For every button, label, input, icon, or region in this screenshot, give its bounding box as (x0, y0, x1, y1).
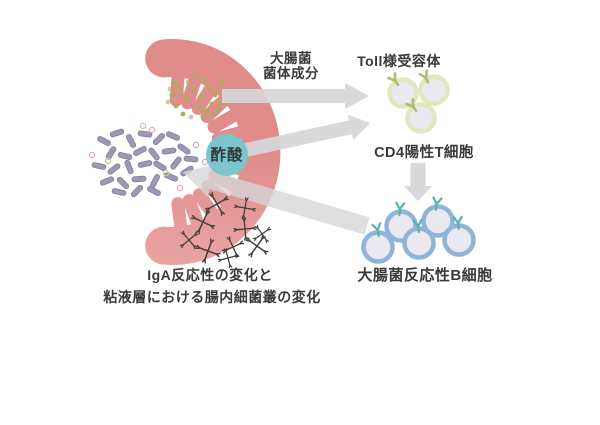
toll-cell (387, 77, 419, 109)
villi (169, 60, 259, 243)
label-toll-receptor: Toll様受容体 (357, 53, 441, 69)
bacteria-accent-dots (88, 122, 209, 192)
acetate-label: 酢酸 (210, 145, 243, 164)
bcell-to-mucosa-arrow (183, 164, 370, 235)
b-cell (421, 204, 455, 238)
toll-cell (405, 102, 437, 134)
label-ecoli-components-line1: 大腸菌 (270, 50, 312, 66)
label-cd4-t-cell: CD4陽性T細胞 (374, 143, 474, 161)
label-b-cell: 大腸菌反応性B細胞 (357, 266, 492, 284)
toll-cell (418, 74, 450, 106)
acetate-to-cd4-arrow (244, 114, 370, 157)
components-to-toll-arrow (222, 83, 369, 109)
label-iga-line2: 粘液層における腸内細菌叢の変化 (103, 289, 321, 305)
rod-bacteria-cluster (91, 128, 199, 198)
toll-like-receptor-cells (387, 69, 450, 134)
b-cells (361, 196, 476, 264)
label-iga-line1: IgA反応性の変化と (147, 267, 273, 283)
b-cell (361, 230, 395, 264)
acetate-circle: 酢酸 (206, 134, 248, 176)
cd4-to-bcell-arrow (404, 163, 432, 201)
label-ecoli-components-line2: 菌体成分 (263, 65, 319, 81)
arrows (183, 83, 432, 235)
